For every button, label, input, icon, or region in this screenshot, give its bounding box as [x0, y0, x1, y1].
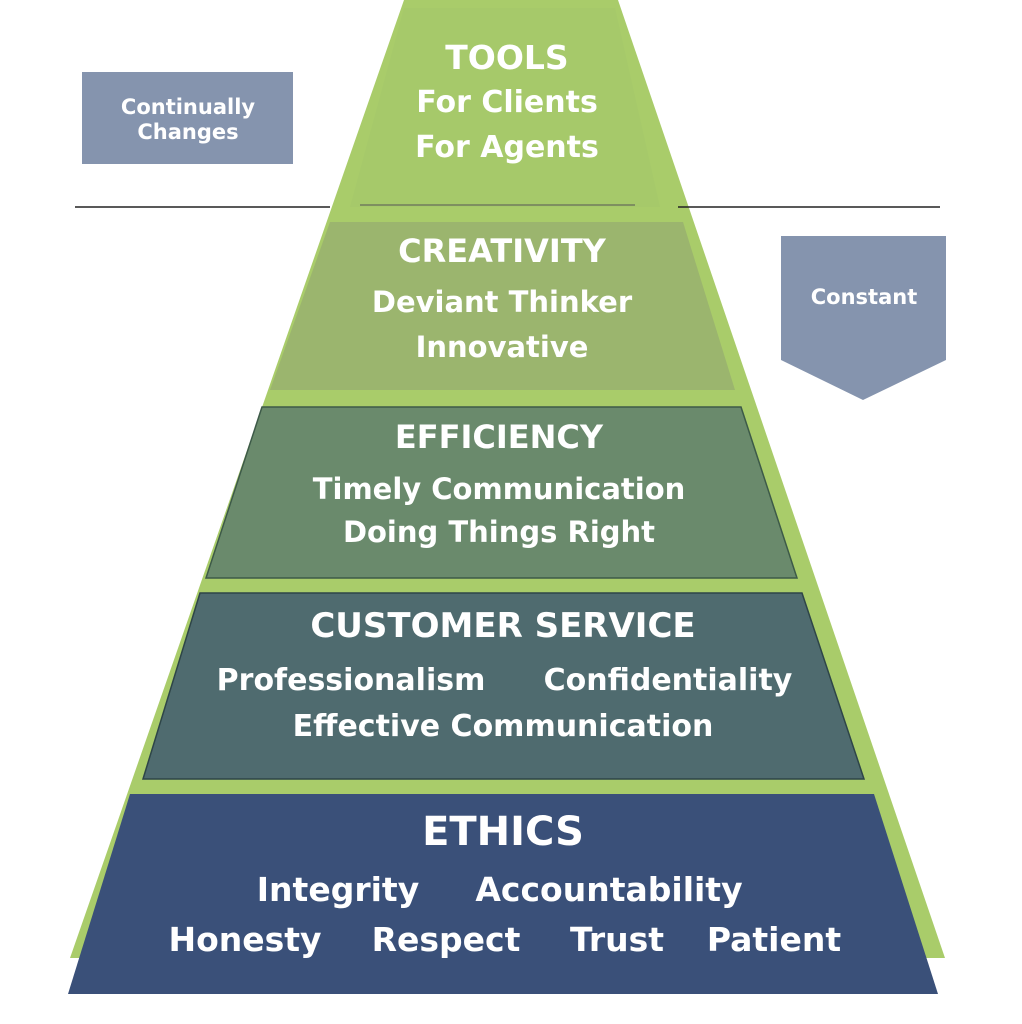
tier-efficiency-band [204, 406, 799, 579]
tier-efficiency-title: EFFICIENCY [395, 418, 604, 456]
continually-changes-line-1: Continually [121, 95, 255, 119]
tier-customer-service-effective-communication: Effective Communication [293, 709, 714, 744]
constant-arrow-shape [781, 236, 946, 400]
constant-label: Constant [811, 285, 918, 309]
tier-efficiency-line-2: Doing Things Right [343, 515, 655, 549]
tier-customer-service-title: CUSTOMER SERVICE [310, 606, 695, 646]
tier-tools-band [350, 8, 660, 207]
tier-creativity-title: CREATIVITY [398, 232, 607, 270]
tier-tools-line-2: For Agents [415, 130, 599, 165]
tier-ethics-title: ETHICS [422, 809, 584, 855]
tier-ethics-integrity: Integrity [257, 870, 419, 909]
tier-ethics-respect: Respect [372, 920, 521, 959]
tier-ethics-band [68, 794, 938, 994]
tier-ethics-honesty: Honesty [168, 920, 321, 959]
tier-customer-service-confidentiality: Confidentiality [544, 663, 793, 698]
tier-creativity-line-1: Deviant Thinker [372, 285, 633, 319]
tier-tools-title: TOOLS [445, 38, 568, 77]
tier-ethics-patient: Patient [707, 920, 842, 959]
continually-changes-box [82, 72, 293, 164]
tier-customer-service-professionalism: Professionalism [217, 663, 486, 698]
tier-efficiency-line-1: Timely Communication [313, 472, 686, 506]
tier-creativity-line-2: Innovative [416, 330, 589, 364]
continually-changes-line-2: Changes [137, 120, 238, 144]
tier-creativity-band [270, 222, 735, 390]
tier-tools-line-1: For Clients [416, 85, 598, 120]
tier-ethics-trust: Trust [570, 920, 664, 959]
tier-ethics-accountability: Accountability [475, 870, 742, 909]
tier-customer-service-band [141, 592, 866, 780]
